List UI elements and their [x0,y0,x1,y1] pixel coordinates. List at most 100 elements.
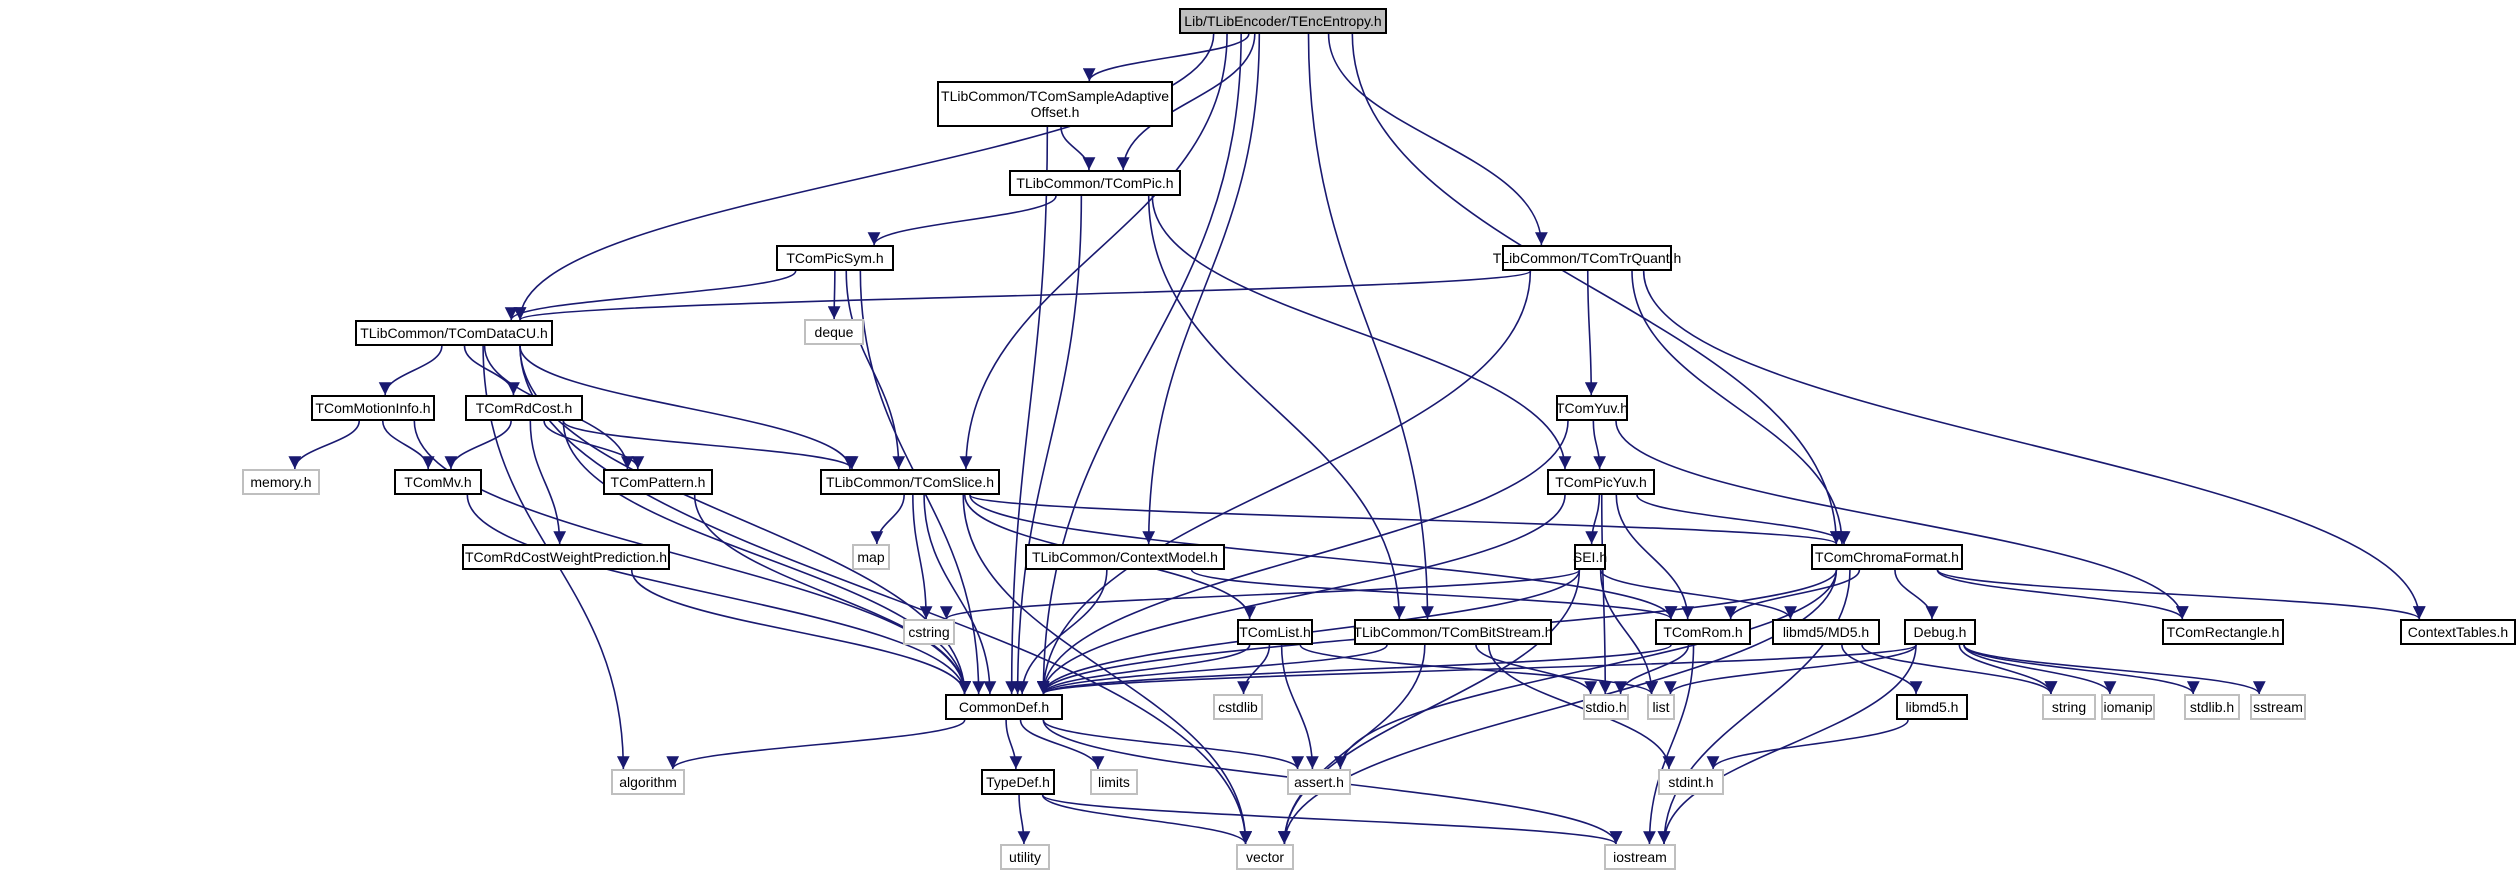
node-label: TComChromaFormat.h [1815,549,1959,565]
edge-root-to-trquant [1327,33,1548,246]
edge-trquant-to-chroma [1631,270,1849,545]
node-trquant[interactable]: TLibCommon/TComTrQuant.h [1493,245,1681,271]
edge-debug-to-iomanip [1963,644,2117,695]
node-picsym[interactable]: TComPicSym.h [776,245,894,271]
node-label: TLibCommon/TComDataCU.h [360,325,548,341]
node-typedef[interactable]: TypeDef.h [981,769,1055,795]
node-label: TComMv.h [404,474,472,490]
edge-picyuv-to-sei [1585,494,1601,545]
edge-commondef-to-limits [1019,719,1105,770]
edge-mv-to-commondef [466,494,971,695]
edge-datacu-to-motion [378,345,443,396]
node-chroma[interactable]: TComChromaFormat.h [1811,544,1963,570]
node-md5[interactable]: libmd5/MD5.h [1772,619,1880,645]
edge-picyuv-to-commondef [1037,494,1566,695]
node-label: list [1652,699,1670,715]
node-sao[interactable]: TLibCommon/TComSampleAdaptive Offset.h [937,81,1173,127]
edge-bitstream-to-stdio [1475,644,1598,695]
edge-list_h-to-cstdlib [1237,644,1271,695]
node-yuv[interactable]: TComYuv.h [1556,395,1628,421]
edge-slice-to-cstring [912,494,933,620]
edge-slice-to-rom [969,494,1678,620]
edge-commondef-to-algorithm [666,719,966,770]
edge-trquant-to-ctxtables [1642,270,2426,620]
edge-slice-to-map [870,494,905,545]
node-commondef[interactable]: CommonDef.h [945,694,1063,720]
node-ctxmodel[interactable]: TLibCommon/ContextModel.h [1025,544,1225,570]
edge-root-to-bitstream [1307,33,1434,620]
node-datacu[interactable]: TLibCommon/TComDataCU.h [355,320,553,346]
node-label: assert.h [1294,774,1344,790]
node-label: Debug.h [1913,624,1967,640]
edge-bitstream-to-vector [1277,644,1426,845]
node-label: TComPicSym.h [786,250,884,266]
node-label: string [2051,699,2087,715]
node-sei[interactable]: SEI.h [1572,544,1608,570]
edge-root-to-commondef [1036,33,1242,695]
edge-debug-to-sstream [1963,644,2266,695]
node-ctxtables[interactable]: ContextTables.h [2400,619,2516,645]
edge-picyuv-to-chroma [1636,494,1851,545]
node-label: TComPicYuv.h [1555,474,1647,490]
edge-md5-to-libmd5 [1841,644,1923,695]
node-mv[interactable]: TComMv.h [394,469,482,495]
node-iomanip: iomanip [2101,694,2155,720]
edge-debug-to-stdlib [1963,644,2200,695]
edge-rdcost-to-rdwp [529,420,567,545]
node-rdcost[interactable]: TComRdCost.h [465,395,583,421]
node-label: sstream [2253,699,2303,715]
edge-chroma-to-assert [1334,569,1838,770]
node-label: TComPattern.h [610,474,706,490]
edge-chroma-to-debug [1894,569,1939,620]
node-label: libmd5/MD5.h [1782,624,1870,640]
edge-trquant-to-datacu [514,270,1532,321]
node-rom[interactable]: TComRom.h [1655,619,1751,645]
node-pattern[interactable]: TComPattern.h [603,469,713,495]
node-label: SEI.h [1572,549,1608,565]
edge-slice-to-chroma [969,494,1843,545]
edge-sei-to-cstring [940,569,1581,620]
edge-yuv-to-rect [1615,420,2189,620]
node-list_h[interactable]: TComList.h [1237,619,1313,645]
node-cstdlib: cstdlib [1213,694,1263,720]
node-rdwp[interactable]: TComRdCostWeightPrediction.h [462,544,670,570]
node-rect[interactable]: TComRectangle.h [2162,619,2284,645]
node-label: iomanip [2103,699,2153,715]
node-bitstream[interactable]: TLibCommon/TComBitStream.h [1353,619,1553,645]
edge-list_h-to-commondef [1037,644,1251,695]
node-pic[interactable]: TLibCommon/TComPic.h [1009,170,1181,196]
node-label: utility [1009,849,1041,865]
node-root[interactable]: Lib/TLibEncoder/TEncEntropy.h [1179,8,1387,34]
edge-rdwp-to-commondef [630,569,971,695]
node-label: Lib/TLibEncoder/TEncEntropy.h [1184,13,1382,29]
edge-bitstream-to-commondef [1037,644,1388,695]
node-label: stdint.h [1668,774,1714,790]
node-label: libmd5.h [1905,699,1959,715]
node-utility: utility [1000,844,1050,870]
edge-debug-to-string [1958,644,2058,695]
edge-chroma-to-vector [1277,569,1838,845]
node-slice[interactable]: TLibCommon/TComSlice.h [820,469,1000,495]
edge-trquant-to-commondef [1036,270,1532,695]
edge-rom-to-iostream [1643,644,1695,845]
node-motion[interactable]: TComMotionInfo.h [311,395,435,421]
node-libmd5[interactable]: libmd5.h [1896,694,1968,720]
node-label: vector [1245,849,1285,865]
edge-picsym-to-deque [827,270,841,320]
edge-rdcost-to-pattern [543,420,645,470]
node-cstring: cstring [903,619,955,645]
edge-root-to-pic [1116,33,1256,171]
node-label: stdio.h [1585,699,1627,715]
edge-slice-to-commondef [923,494,997,695]
node-picyuv[interactable]: TComPicYuv.h [1547,469,1655,495]
edge-ctxmodel-to-rom [1190,569,1678,620]
node-debug[interactable]: Debug.h [1904,619,1976,645]
node-assert: assert.h [1287,769,1351,795]
node-sstream: sstream [2250,694,2306,720]
edge-chroma-to-iostream [1657,569,1851,845]
node-label: TLibCommon/TComPic.h [1016,175,1174,191]
edge-rdcost-to-mv [444,420,512,470]
node-deque: deque [804,319,864,345]
edge-yuv-to-commondef [1036,420,1569,695]
